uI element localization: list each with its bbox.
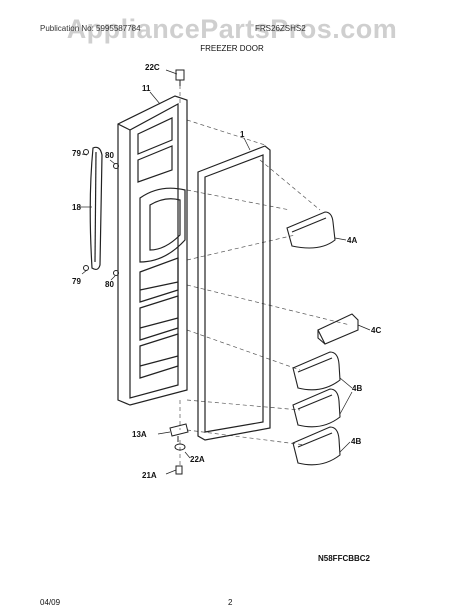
freezer-door-liner: [117, 95, 188, 406]
leader-lines: [80, 69, 371, 475]
callout-labels: 22C 11 1 79 80 18 4A 79 80 4C 4B 13A 22A…: [72, 63, 381, 480]
callout-80-lower: 80: [105, 280, 114, 289]
callout-79-lower: 79: [72, 277, 81, 286]
callout-22c: 22C: [145, 63, 160, 72]
handle-screws: [83, 149, 119, 276]
projection-lines: [179, 85, 351, 468]
callout-4b-lower: 4B: [351, 437, 361, 446]
callout-21a: 21A: [142, 471, 157, 480]
callout-22a: 22A: [190, 455, 205, 464]
callout-1: 1: [240, 130, 245, 139]
callout-80-upper: 80: [105, 151, 114, 160]
drawing-code: N58FFCBBC2: [318, 554, 371, 563]
door-bin-4a: [286, 211, 336, 249]
watermark: AppliancePartsPros.com: [66, 14, 398, 44]
callout-4a: 4A: [347, 236, 357, 245]
bottom-hinge-13a: [169, 423, 189, 442]
callout-18: 18: [72, 203, 81, 212]
publication-number: Publication No: 5995587784: [40, 24, 141, 33]
model-number: FRS26ZSHS2: [255, 24, 306, 33]
door-bin-4b-middle: [292, 388, 341, 428]
callout-4b-upper: 4B: [352, 384, 362, 393]
callout-79-upper: 79: [72, 149, 81, 158]
door-bin-4b-lower: [292, 426, 341, 466]
callout-4c: 4C: [371, 326, 381, 335]
door-gasket: [197, 145, 271, 441]
callout-11: 11: [142, 84, 151, 93]
door-handle: [89, 146, 103, 271]
hinge-screw-21a: [175, 465, 183, 475]
hinge-bushing-22a: [174, 443, 186, 451]
door-bin-4b-upper: [292, 351, 341, 391]
callout-13a: 13A: [132, 430, 147, 439]
hinge-pin-22c: [175, 69, 185, 86]
section-title: FREEZER DOOR: [200, 44, 264, 53]
